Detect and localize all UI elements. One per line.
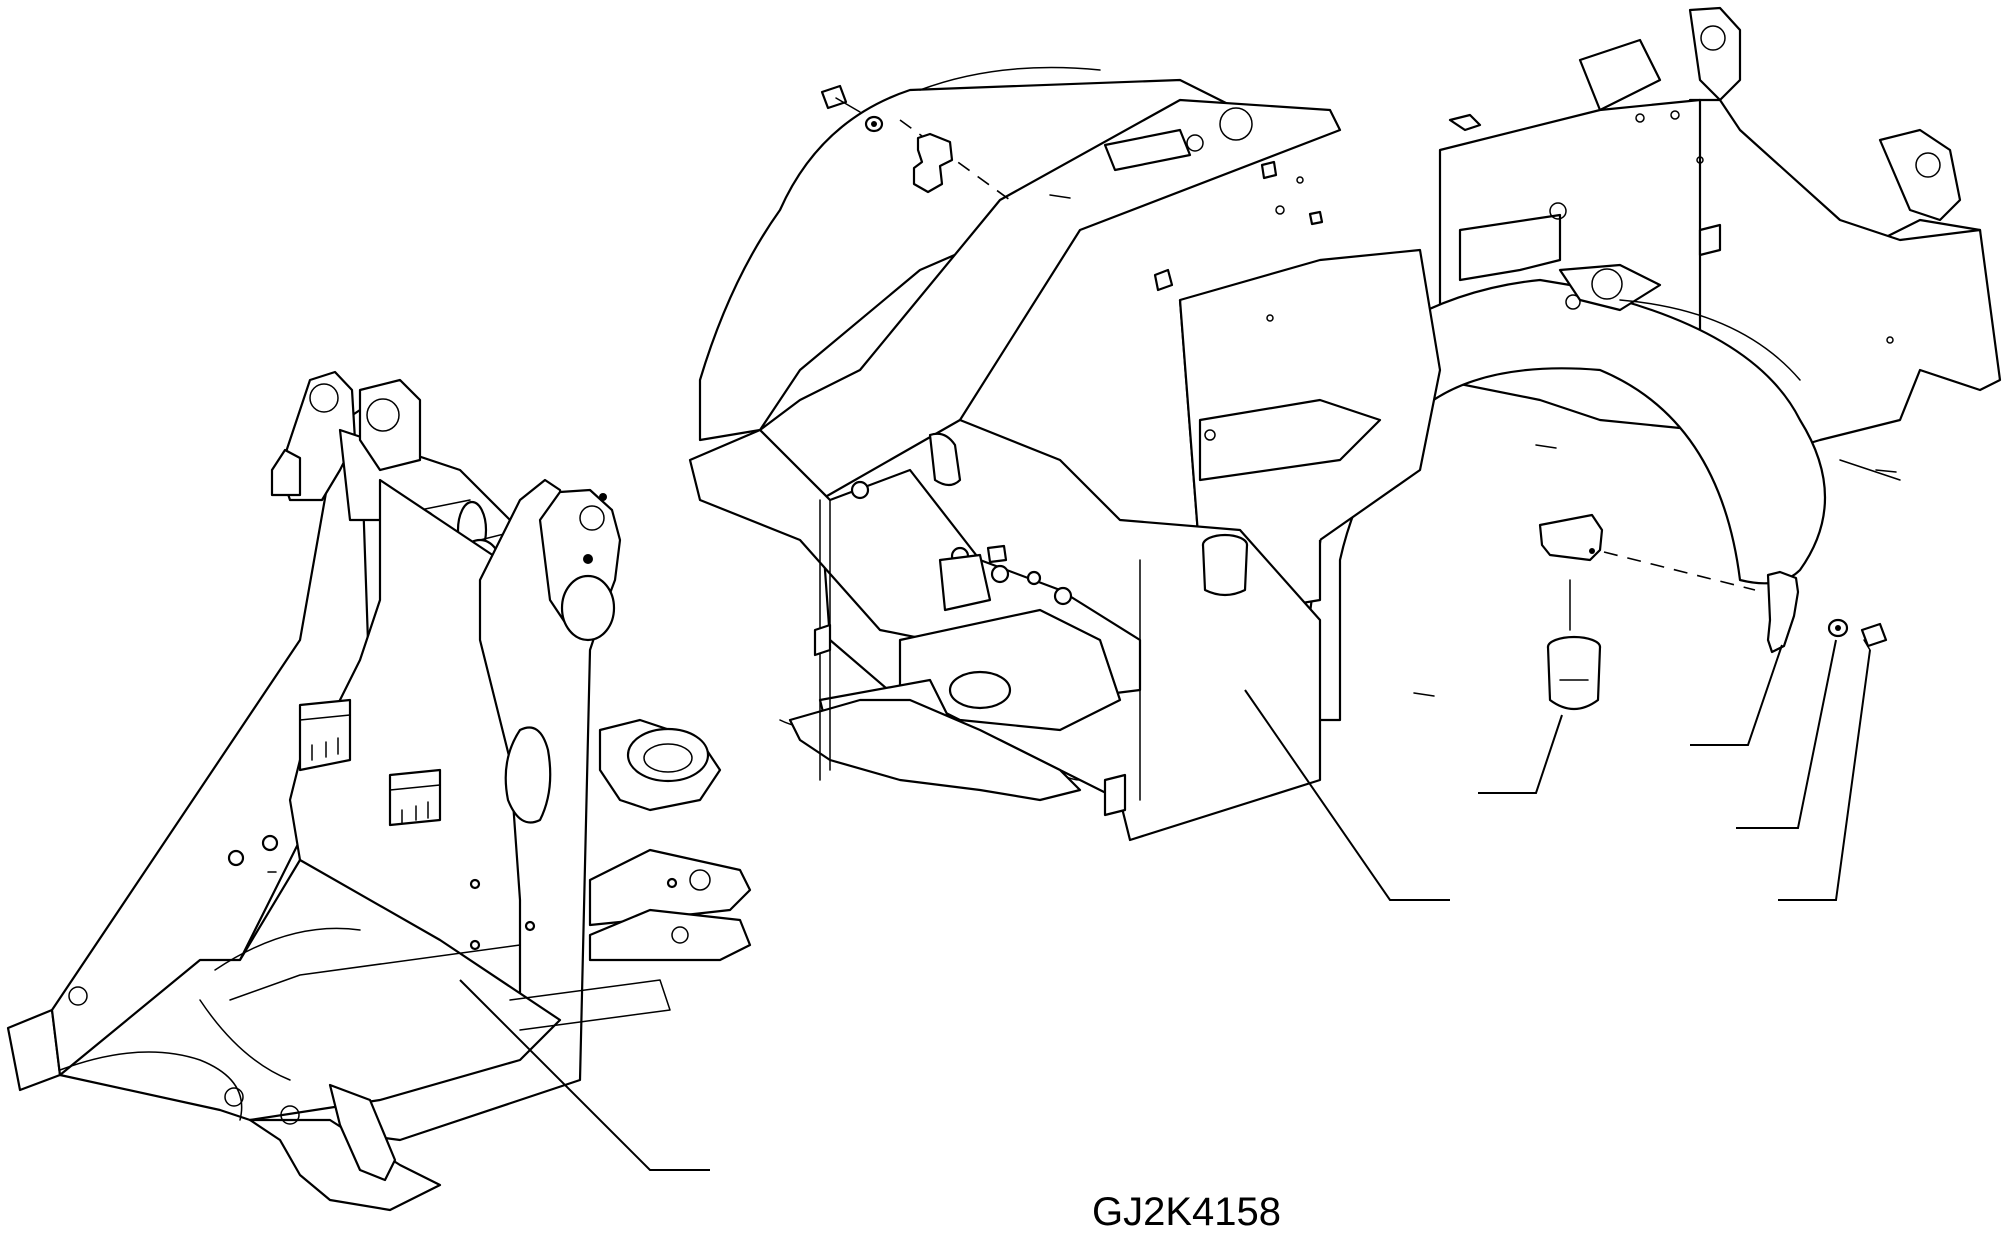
bolt <box>1778 622 1888 901</box>
top-stopper-block <box>912 132 954 194</box>
top-bolt <box>820 84 884 133</box>
rear-frame <box>688 6 2002 901</box>
washer <box>1736 618 1849 829</box>
front-frame <box>6 370 752 1212</box>
rubber-damper <box>1478 513 1756 794</box>
drawing-code-label: GJ2K4158 <box>1092 1190 1282 1234</box>
stopper-block <box>1690 570 1800 746</box>
